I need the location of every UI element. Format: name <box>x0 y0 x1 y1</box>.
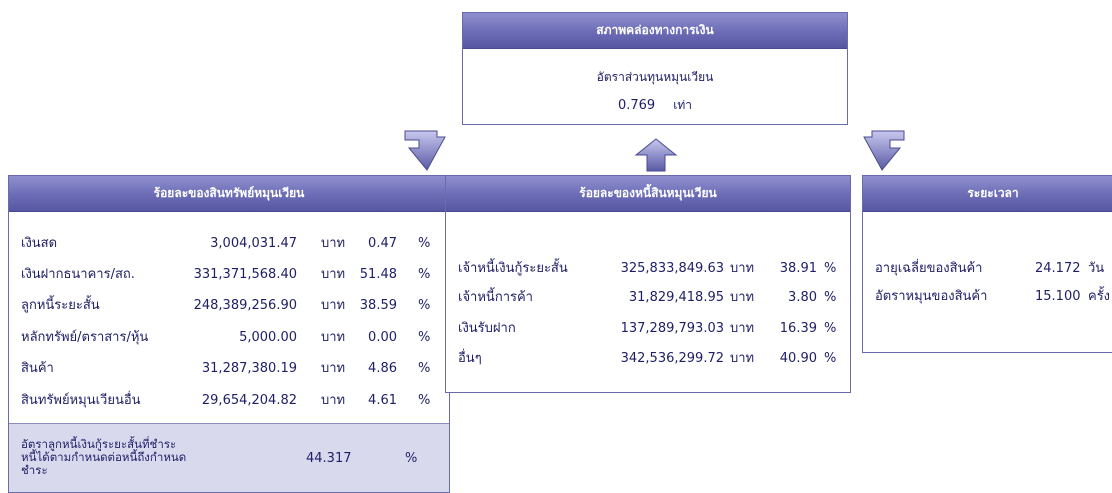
row-label: เงินฝากธนาคาร/สถ. <box>21 267 135 282</box>
working-capital-ratio-unit: เท่า <box>673 98 693 112</box>
working-capital-ratio-value: 0.769 <box>617 98 656 113</box>
repayment-ratio-value: 44.317 <box>306 451 352 466</box>
row-percent-sign: % <box>418 298 431 313</box>
row-percent: 3.80 <box>788 290 817 305</box>
row-amount: 137,289,793.03 <box>620 321 724 336</box>
table-row: สินค้า 31,287,380.19 บาท 4.86 % <box>9 359 449 379</box>
row-value: 15.100 <box>1035 289 1081 304</box>
repayment-ratio-label: อัตราลูกหนี้เงินกู้ระยะสั้นที่ชำระหนี้ได… <box>21 437 187 477</box>
row-percent: 0.47 <box>368 236 397 251</box>
row-label: หลักทรัพย์/ตราสาร/หุ้น <box>21 330 149 345</box>
row-unit: บาท <box>730 351 755 366</box>
row-amount: 248,389,256.90 <box>193 298 297 313</box>
row-percent-sign: % <box>418 236 431 251</box>
row-percent-sign: % <box>418 267 431 282</box>
row-unit: บาท <box>321 236 346 251</box>
current-assets-panel: ร้อยละของสินทรัพย์หมุนเวียน เงินสด 3,004… <box>8 175 450 493</box>
table-row: เจ้าหนี้เงินกู้ระยะสั้น 325,833,849.63 บ… <box>446 259 850 279</box>
repayment-ratio-footer: อัตราลูกหนี้เงินกู้ระยะสั้นที่ชำระหนี้ได… <box>9 423 449 492</box>
liquidity-panel: สภาพคล่องทางการเงิน อัตราส่วนทุนหมุนเวีย… <box>462 12 848 125</box>
row-amount: 342,536,299.72 <box>620 351 724 366</box>
row-percent-sign: % <box>824 351 837 366</box>
arrow-down-left-icon <box>404 130 446 171</box>
row-unit: บาท <box>730 261 755 276</box>
current-liabilities-title: ร้อยละของหนี้สินหมุนเวียน <box>446 176 850 212</box>
row-percent: 38.59 <box>359 298 397 313</box>
row-percent: 4.61 <box>368 393 397 408</box>
row-label: เจ้าหนี้เงินกู้ระยะสั้น <box>458 261 568 276</box>
row-label: ลูกหนี้ระยะสั้น <box>21 298 100 313</box>
table-row: ลูกหนี้ระยะสั้น 248,389,256.90 บาท 38.59… <box>9 296 449 316</box>
row-label: อื่นๆ <box>458 351 482 366</box>
row-amount: 31,287,380.19 <box>201 361 297 376</box>
row-unit: บาท <box>730 290 755 305</box>
table-row: เงินฝากธนาคาร/สถ. 331,371,568.40 บาท 51.… <box>9 265 449 285</box>
working-capital-ratio-label: อัตราส่วนทุนหมุนเวียน <box>596 70 714 84</box>
row-unit: บาท <box>321 393 346 408</box>
row-unit: บาท <box>321 298 346 313</box>
row-label: เงินสด <box>21 236 58 251</box>
row-percent-sign: % <box>418 393 431 408</box>
row-percent-sign: % <box>418 361 431 376</box>
row-unit: ครั้ง <box>1088 289 1111 304</box>
row-label: สินทรัพย์หมุนเวียนอื่น <box>21 393 141 408</box>
row-label: สินค้า <box>21 361 54 376</box>
table-row: หลักทรัพย์/ตราสาร/หุ้น 5,000.00 บาท 0.00… <box>9 328 449 348</box>
repayment-ratio-sign: % <box>405 451 418 466</box>
row-percent: 51.48 <box>359 267 397 282</box>
row-percent-sign: % <box>418 330 431 345</box>
row-percent: 38.91 <box>779 261 817 276</box>
arrow-down-right-icon <box>863 130 905 171</box>
row-percent-sign: % <box>824 321 837 336</box>
table-row: อื่นๆ 342,536,299.72 บาท 40.90 % <box>446 349 850 369</box>
row-unit: บาท <box>321 267 346 282</box>
row-unit: บาท <box>321 330 346 345</box>
arrow-up-icon <box>634 138 678 172</box>
row-percent: 40.90 <box>779 351 817 366</box>
table-row: อัตราหมุนของสินค้า 15.100 ครั้ง <box>863 287 1112 307</box>
duration-title: ระยะเวลา <box>863 176 1112 212</box>
row-percent-sign: % <box>824 290 837 305</box>
working-capital-ratio-value-row: 0.769 เท่า <box>463 96 847 115</box>
row-amount: 3,004,031.47 <box>210 236 297 251</box>
row-label: อัตราหมุนของสินค้า <box>875 289 988 304</box>
row-value: 24.172 <box>1035 261 1081 276</box>
table-row: เจ้าหนี้การค้า 31,829,418.95 บาท 3.80 % <box>446 288 850 308</box>
row-unit: บาท <box>730 321 755 336</box>
row-amount: 325,833,849.63 <box>620 261 724 276</box>
table-row: เงินสด 3,004,031.47 บาท 0.47 % <box>9 234 449 254</box>
row-label: เจ้าหนี้การค้า <box>458 290 533 305</box>
row-amount: 331,371,568.40 <box>193 267 297 282</box>
row-unit: บาท <box>321 361 346 376</box>
row-percent: 4.86 <box>368 361 397 376</box>
row-amount: 31,829,418.95 <box>628 290 724 305</box>
table-row: อายุเฉลี่ยของสินค้า 24.172 วัน <box>863 259 1112 279</box>
row-label: อายุเฉลี่ยของสินค้า <box>875 261 983 276</box>
duration-panel: ระยะเวลา อายุเฉลี่ยของสินค้า 24.172 วัน … <box>862 175 1112 353</box>
liquidity-title: สภาพคล่องทางการเงิน <box>463 13 847 49</box>
current-assets-title: ร้อยละของสินทรัพย์หมุนเวียน <box>9 176 449 212</box>
row-percent: 16.39 <box>779 321 817 336</box>
row-unit: วัน <box>1088 261 1105 276</box>
row-label: เงินรับฝาก <box>458 321 516 336</box>
table-row: สินทรัพย์หมุนเวียนอื่น 29,654,204.82 บาท… <box>9 391 449 411</box>
row-amount: 29,654,204.82 <box>201 393 297 408</box>
table-row: เงินรับฝาก 137,289,793.03 บาท 16.39 % <box>446 319 850 339</box>
current-liabilities-panel: ร้อยละของหนี้สินหมุนเวียน เจ้าหนี้เงินกู… <box>445 175 851 393</box>
row-percent-sign: % <box>824 261 837 276</box>
row-amount: 5,000.00 <box>239 330 297 345</box>
row-percent: 0.00 <box>368 330 397 345</box>
